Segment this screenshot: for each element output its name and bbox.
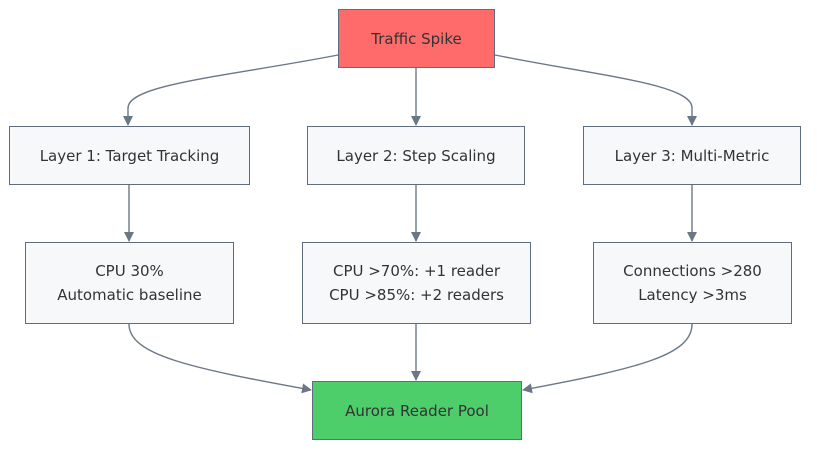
layer2-detail-line-2: CPU >85%: +2 readers	[329, 286, 504, 304]
layer3-multi-metric-node: Layer 3: Multi-Metric	[583, 126, 801, 185]
edge-detail1-to-pool	[128, 323, 312, 394]
layer1-label: Layer 1: Target Tracking	[39, 146, 220, 165]
layer3-detail-node: Connections >280 Latency >3ms	[593, 242, 792, 324]
reader-pool-label: Aurora Reader Pool	[345, 401, 489, 420]
traffic-spike-node: Traffic Spike	[338, 9, 495, 68]
edge-spike-to-layer1	[123, 54, 339, 126]
edge-spike-to-layer3	[494, 54, 697, 126]
aurora-reader-pool-node: Aurora Reader Pool	[312, 381, 522, 440]
traffic-spike-label: Traffic Spike	[371, 29, 462, 48]
layer3-label: Layer 3: Multi-Metric	[614, 146, 770, 165]
layer2-detail-line-1: CPU >70%: +1 reader	[332, 262, 501, 280]
layer2-label: Layer 2: Step Scaling	[336, 146, 496, 165]
layer3-detail-line-2: Latency >3ms	[638, 286, 747, 304]
edge-detail3-to-pool	[522, 323, 693, 394]
layer2-detail-node: CPU >70%: +1 reader CPU >85%: +2 readers	[302, 242, 531, 324]
layer1-detail-node: CPU 30% Automatic baseline	[25, 242, 234, 324]
layer3-detail-line-1: Connections >280	[623, 262, 762, 280]
layer2-step-scaling-node: Layer 2: Step Scaling	[307, 126, 525, 185]
layer1-detail-line-2: Automatic baseline	[57, 286, 202, 304]
layer1-detail-line-1: CPU 30%	[95, 262, 164, 280]
layer1-target-tracking-node: Layer 1: Target Tracking	[9, 126, 250, 185]
